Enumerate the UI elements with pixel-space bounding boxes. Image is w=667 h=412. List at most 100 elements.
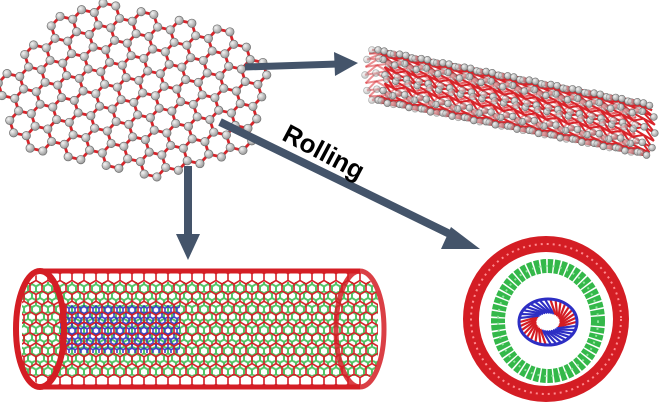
nanotube-atom xyxy=(519,76,527,84)
nanotube-bond xyxy=(505,106,518,115)
graphene-atom xyxy=(35,99,45,109)
graphene-atom xyxy=(210,93,220,103)
nanotube-atom xyxy=(556,134,564,142)
nanotube-bond xyxy=(613,111,626,120)
nanotube-atom xyxy=(621,147,629,155)
nanotube-bond xyxy=(397,84,410,93)
graphene-atom xyxy=(187,18,197,28)
inner-helix-strand xyxy=(545,330,562,343)
nanotube-bond xyxy=(592,107,604,116)
nanotube-bond xyxy=(441,77,453,85)
graphene-atom xyxy=(52,114,62,125)
nanotube-atom xyxy=(650,113,658,121)
graphene-atom xyxy=(229,39,239,49)
nanotube-atom xyxy=(481,107,489,115)
graphene-atom xyxy=(48,102,58,112)
nanotube-atom xyxy=(632,137,640,145)
nanotube-atom xyxy=(439,67,448,76)
nanotube-atom xyxy=(461,72,469,80)
graphene-atom xyxy=(9,128,19,138)
nanotube-bond xyxy=(568,104,580,109)
graphene-atom xyxy=(5,115,15,125)
middle-wall-ring-highlight xyxy=(497,265,599,377)
arrow-to-multi-wall-end xyxy=(218,118,480,249)
graphene-atom xyxy=(25,143,35,153)
nanotube-bond xyxy=(397,68,410,77)
nanotube-atom xyxy=(482,67,490,76)
graphene-atom xyxy=(161,162,171,172)
nanotube-atom xyxy=(634,106,642,115)
nanotube-bond xyxy=(455,112,466,115)
nanotube-atom xyxy=(639,99,648,107)
graphene-atom xyxy=(128,132,138,142)
nanotube-atom xyxy=(426,84,434,92)
graphene-atom xyxy=(106,138,116,148)
graphene-atom xyxy=(235,98,245,109)
nanotube-bond xyxy=(418,89,431,97)
nanotube-atom xyxy=(589,128,597,137)
nanotube-atom xyxy=(380,47,388,55)
graphene-atom xyxy=(102,126,112,136)
inner-helix-strand xyxy=(534,301,551,314)
graphene-atom xyxy=(129,97,139,107)
graphene-atom xyxy=(36,65,46,75)
nanotube-atom xyxy=(502,111,511,119)
graphene-atom xyxy=(67,49,77,59)
graphene-atom xyxy=(127,16,137,26)
nanotube-bond xyxy=(369,94,379,98)
graphene-atom xyxy=(139,169,149,179)
nanotube-atom xyxy=(466,64,475,73)
graphene-atom xyxy=(122,38,132,48)
nanotube-bond xyxy=(546,100,558,105)
inner-helix-strand xyxy=(548,330,566,341)
nanotube-atom xyxy=(562,135,571,143)
nanotube-atom xyxy=(523,99,531,107)
nanotube-atom xyxy=(531,77,540,86)
nanotube-atom xyxy=(411,54,419,63)
nanotube-atom xyxy=(458,86,467,95)
nanotube-atom xyxy=(389,50,398,58)
nanotube-bond xyxy=(563,133,574,137)
nanotube-atom xyxy=(605,93,614,102)
nanotube-bond xyxy=(541,129,552,132)
graphene-atom xyxy=(19,84,29,94)
nanotube-atom xyxy=(448,112,456,120)
inner-helix-strand xyxy=(554,328,575,332)
graphene-atom xyxy=(101,45,111,55)
inner-helix-strand xyxy=(559,309,573,324)
graphene-atom xyxy=(193,77,203,88)
nanotube-atom xyxy=(383,99,392,107)
nanotube-atom xyxy=(642,151,651,159)
nanotube-bond xyxy=(503,91,515,96)
multi-wall-nanotube-end xyxy=(463,236,629,402)
graphene-atom xyxy=(116,94,126,105)
graphene-atom xyxy=(195,159,205,169)
inner-helix-strand xyxy=(556,324,576,330)
nanotube-bond xyxy=(520,125,530,128)
nanotube-atom xyxy=(471,77,479,85)
nanotube-atom xyxy=(439,59,447,67)
nanotube-atom xyxy=(393,73,402,82)
graphene-atom xyxy=(257,92,267,102)
graphene-atom xyxy=(131,29,141,39)
nanotube-atom xyxy=(404,79,412,88)
graphene-atom xyxy=(58,58,68,68)
graphene-atom xyxy=(89,8,99,18)
graphene-atom xyxy=(207,46,217,56)
graphene-atom xyxy=(205,115,215,125)
graphene-atom xyxy=(117,60,127,70)
graphene-atom xyxy=(43,124,53,134)
nanotube-atom xyxy=(547,89,556,97)
graphene-atom xyxy=(114,163,124,173)
graphene-atom xyxy=(91,89,101,99)
graphene-atom xyxy=(231,86,241,96)
nanotube-atom xyxy=(389,100,398,109)
nanotube-atom xyxy=(405,103,413,112)
graphene-atom xyxy=(20,49,30,60)
graphene-atom xyxy=(240,77,250,87)
inner-helix-strand xyxy=(541,329,552,345)
graphene-atom xyxy=(84,30,94,40)
nanotube-bond xyxy=(419,72,431,81)
nanotube-atom xyxy=(562,85,571,93)
